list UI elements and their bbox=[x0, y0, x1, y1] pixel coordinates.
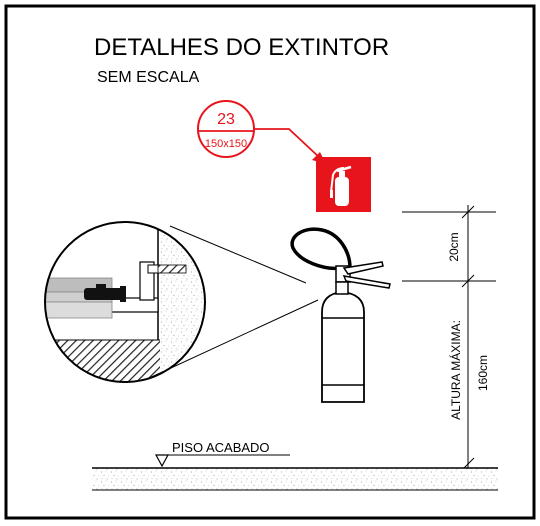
floor-level-marker bbox=[154, 454, 290, 468]
drawing-subtitle: SEM ESCALA bbox=[97, 69, 200, 86]
extinguisher-drawing bbox=[290, 227, 391, 403]
floor bbox=[92, 467, 498, 491]
dimension-top: 20cm bbox=[447, 232, 461, 261]
drawing-title: DETALHES DO EXTINTOR bbox=[94, 34, 389, 61]
sheet-border bbox=[4, 4, 536, 520]
callout-tag: 23 150x150 bbox=[197, 100, 326, 164]
dimension-lines bbox=[402, 205, 496, 471]
floor-label: PISO ACABADO bbox=[172, 440, 270, 455]
tag-size: 150x150 bbox=[205, 138, 247, 150]
fire-extinguisher-icon bbox=[330, 165, 352, 206]
extinguisher-sign bbox=[316, 157, 371, 212]
detail-magnifier bbox=[44, 221, 319, 383]
tag-number: 23 bbox=[217, 111, 235, 128]
dimension-height: 160cm bbox=[476, 355, 490, 391]
dimension-height-caption: ALTURA MÁXIMA: bbox=[448, 320, 463, 420]
